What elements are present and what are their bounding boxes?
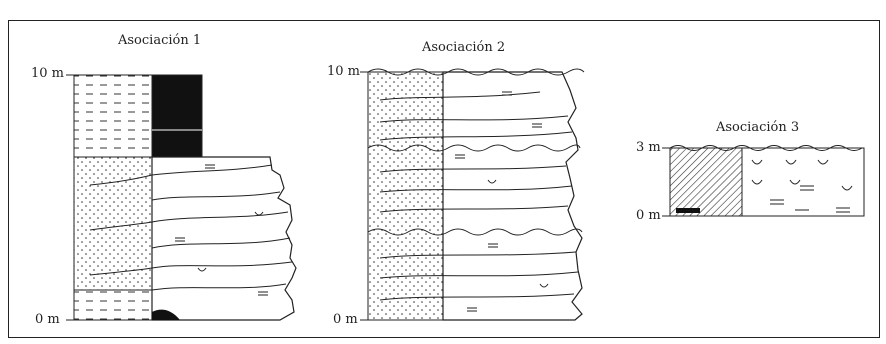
- coal-block: [152, 75, 202, 157]
- mudstone-unit-lower: [74, 290, 152, 320]
- column-1: [66, 75, 296, 320]
- column-3-hatched-unit: [670, 148, 742, 216]
- column-2-profile: [443, 72, 582, 320]
- mudstone-unit-upper: [74, 75, 152, 157]
- column-2-sandstone: [368, 72, 443, 320]
- column-2: [360, 69, 584, 320]
- column-3: [662, 146, 864, 217]
- column-1-profile: [152, 157, 296, 320]
